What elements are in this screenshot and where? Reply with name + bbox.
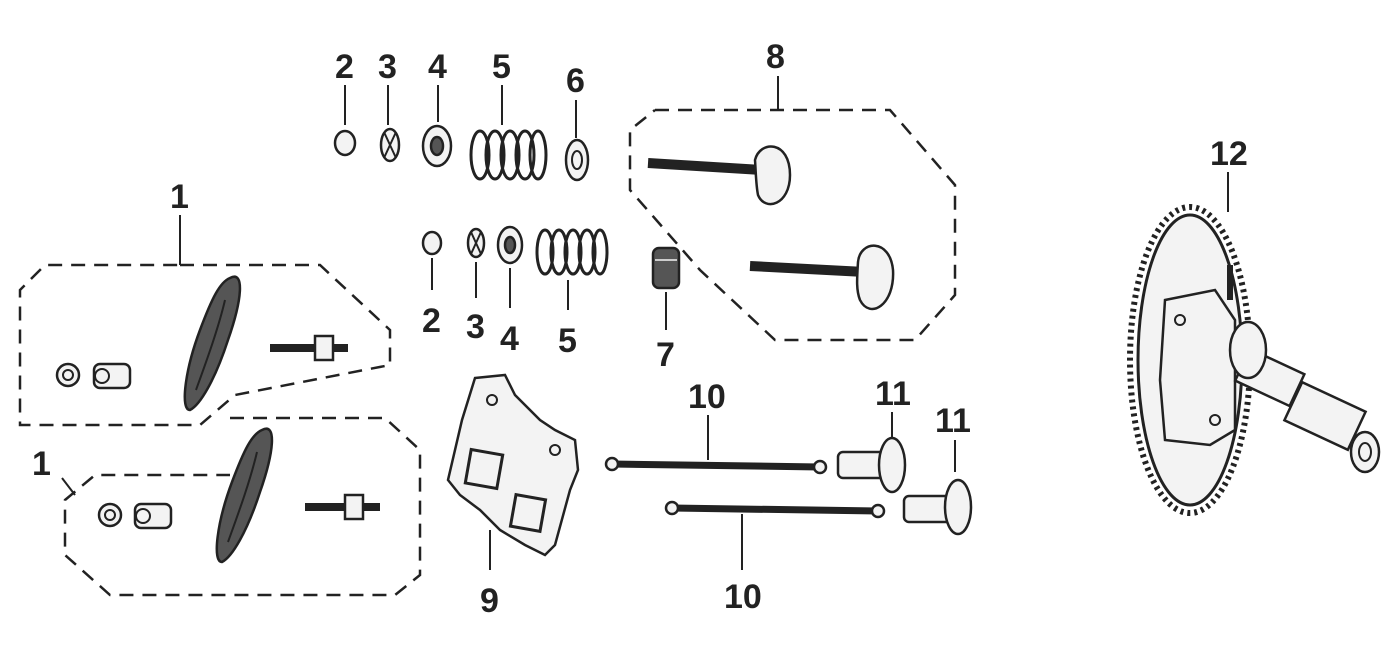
push-rods: 10 10 <box>604 378 886 616</box>
spring-seat-icon <box>564 138 590 182</box>
valve-spring-icon <box>535 228 609 276</box>
callout-12: 12 <box>1210 135 1248 173</box>
bushing-icon <box>92 362 132 390</box>
push-rod-icon <box>671 504 879 515</box>
callout-6: 6 <box>566 62 585 100</box>
nut-hole-icon <box>62 369 74 381</box>
valve-train-row-top: 2 3 4 5 6 <box>333 48 590 182</box>
callout-8: 8 <box>766 38 785 76</box>
valve-assembly: 8 <box>628 38 957 342</box>
leader-line-1-bottom <box>61 477 76 496</box>
exhaust-valve-icon <box>749 244 895 311</box>
callout-10-bottom: 10 <box>724 578 762 616</box>
valve-cap-icon <box>421 230 443 256</box>
adjuster-nut-icon <box>313 334 335 362</box>
valve-stem-seal-icon <box>651 246 681 290</box>
rocker-arm-assembly-bottom: 1 <box>32 416 422 597</box>
callout-7: 7 <box>656 336 675 374</box>
tappets: 11 11 <box>836 375 973 536</box>
intake-valve-icon <box>647 145 792 206</box>
callout-2-bottom: 2 <box>422 302 441 340</box>
valve-spring-icon <box>469 129 548 181</box>
camshaft-end-icon <box>1282 380 1368 452</box>
adjuster-nut-icon <box>343 493 365 521</box>
callout-2-top: 2 <box>335 48 354 86</box>
valve-cap-icon <box>333 129 357 157</box>
cam-lobe-icon <box>1228 320 1268 380</box>
camshaft-assembly: 12 <box>1127 135 1381 516</box>
callout-5-bottom: 5 <box>558 322 577 360</box>
valve-train-row-bottom: 2 3 4 5 7 <box>421 225 681 374</box>
callout-10-top: 10 <box>688 378 726 416</box>
callout-3-bottom: 3 <box>466 308 485 346</box>
callout-11-left: 11 <box>875 375 911 413</box>
callout-4-bottom: 4 <box>500 320 519 358</box>
push-rod-icon <box>611 460 821 471</box>
rocker-plate-icon <box>446 373 580 557</box>
cam-plate-icon <box>1158 288 1237 447</box>
rocker-arm-assembly-top: 1 <box>18 178 392 427</box>
callout-4-top: 4 <box>428 48 447 86</box>
callout-9: 9 <box>480 582 499 620</box>
group-outline-rocker-top <box>18 263 392 427</box>
callout-3-top: 3 <box>378 48 397 86</box>
bushing-icon <box>133 502 173 530</box>
callout-1-top: 1 <box>170 178 189 216</box>
callout-1-bottom: 1 <box>32 445 51 483</box>
rocker-plate: 9 <box>446 373 580 620</box>
callout-11-right: 11 <box>935 402 971 440</box>
nut-icon <box>97 502 123 528</box>
group-outline-valves <box>628 108 957 342</box>
callout-5-top: 5 <box>492 48 511 86</box>
nut-icon <box>55 362 81 388</box>
